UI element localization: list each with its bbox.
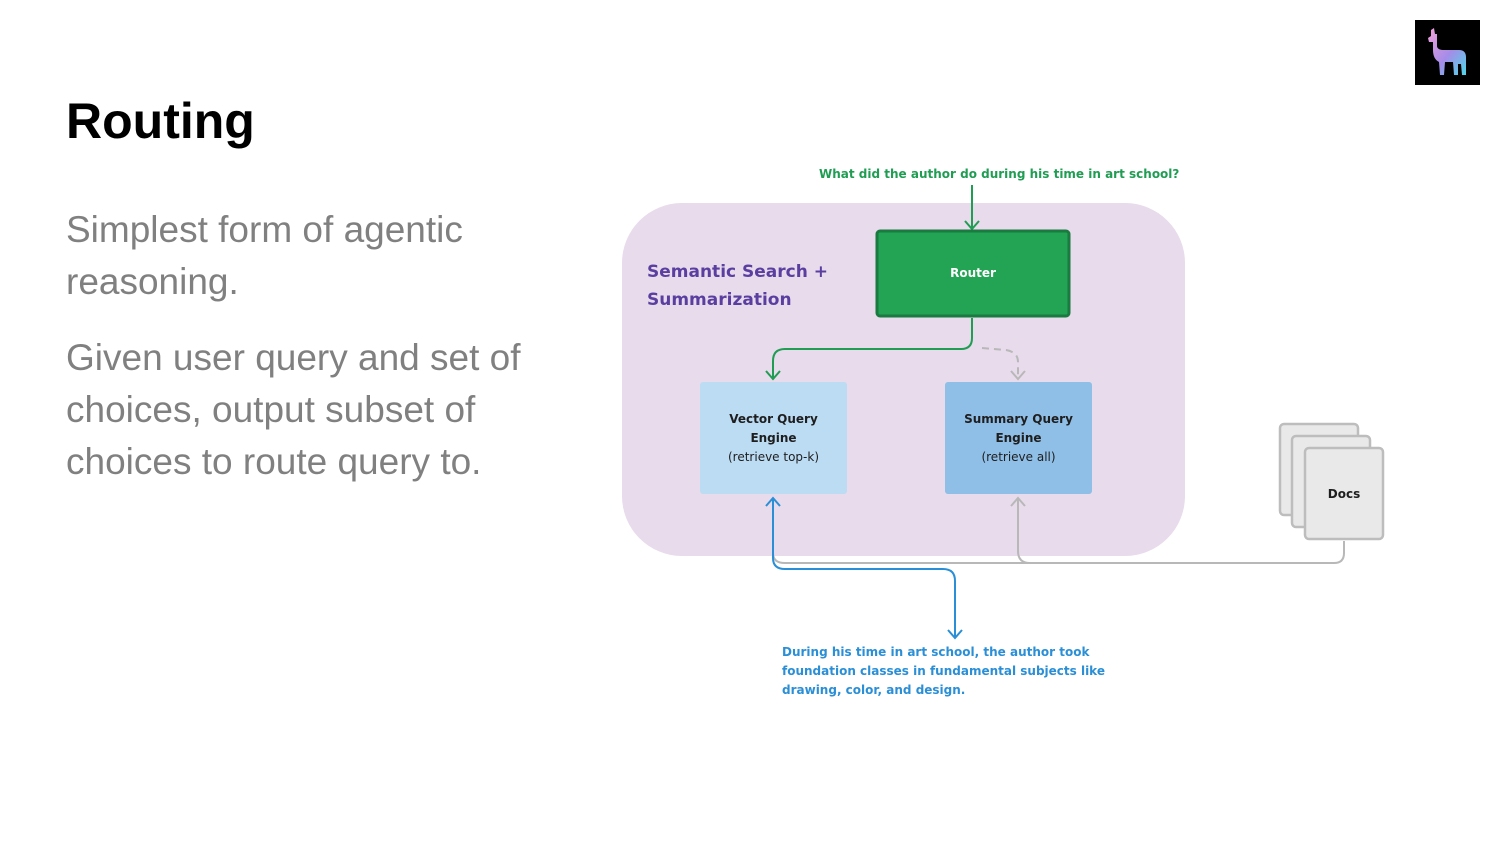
summary-engine-name-line2: Engine	[995, 430, 1042, 445]
llama-icon	[1428, 28, 1466, 75]
body-paragraph-1: Simplest form of agentic reasoning.	[66, 209, 463, 302]
slide-title: Routing	[66, 93, 255, 149]
summary-engine-detail: (retrieve all)	[981, 449, 1056, 464]
vector-engine-box	[700, 382, 847, 494]
router-label: Router	[950, 266, 996, 280]
slide-body: Simplest form of agentic reasoning. Give…	[66, 204, 566, 512]
vector-engine-name-line2: Engine	[750, 430, 797, 445]
docs-stack	[1278, 422, 1385, 541]
group-label: Semantic Search + Summarization	[647, 262, 828, 310]
vector-engine-detail: (retrieve top-k)	[727, 449, 819, 464]
vector-engine-name-line1: Vector Query	[729, 411, 818, 426]
summary-query-engine: Summary Query Engine (retrieve all)	[945, 382, 1092, 494]
answer-text: During his time in art school, the autho…	[782, 645, 1105, 697]
body-paragraph-2: Given user query and set of choices, out…	[66, 337, 521, 482]
summary-engine-box	[945, 382, 1092, 494]
docs-to-engines-line	[1017, 499, 1345, 564]
router-to-vector-arrow	[772, 318, 973, 378]
llama-logo	[1415, 20, 1480, 85]
docs-label: Docs	[1327, 487, 1361, 501]
router-box	[875, 229, 1071, 318]
query-text: What did the author do during his time i…	[819, 167, 1180, 181]
vector-query-engine: Vector Query Engine (retrieve top-k)	[700, 382, 847, 494]
summary-engine-name-line1: Summary Query	[964, 411, 1073, 426]
router-to-summary-arrow	[981, 347, 1019, 378]
vector-to-answer-arrow	[772, 499, 956, 637]
